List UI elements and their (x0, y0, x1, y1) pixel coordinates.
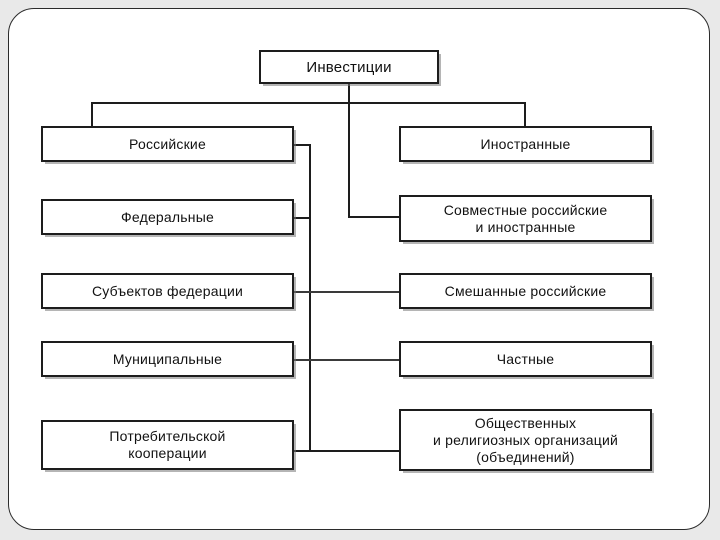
connector-root-stem (348, 84, 350, 104)
node-label: Общественных и религиозных организаций (… (432, 414, 619, 465)
connector-bus-center-drop (348, 102, 350, 218)
node-label: Потребительской кооперации (109, 428, 226, 461)
node-federalnye[interactable]: Федеральные (41, 199, 294, 235)
slide-frame: Инвестиции Российские Федеральные Субъек… (8, 8, 710, 530)
node-munitsipalnye[interactable]: Муниципальные (41, 341, 294, 377)
diagram-canvas: Инвестиции Российские Федеральные Субъек… (9, 9, 709, 529)
connector-bus-to-rossiyskie (91, 102, 93, 126)
node-subektov-federatsii[interactable]: Субъектов федерации (41, 273, 294, 309)
node-label: Инвестиции (306, 58, 392, 76)
node-label: Российские (129, 135, 206, 152)
node-inostrannye[interactable]: Иностранные (399, 126, 652, 162)
node-label: Федеральные (121, 208, 214, 225)
node-potrebitelskoy-kooperatsii[interactable]: Потребительской кооперации (41, 420, 294, 470)
node-obshchestvennykh-i-religioznykh-organizatsiy[interactable]: Общественных и религиозных организаций (… (399, 409, 652, 471)
connector-center-to-sovmestnye (348, 216, 399, 218)
node-chastnye[interactable]: Частные (399, 341, 652, 377)
node-label: Субъектов федерации (92, 282, 243, 299)
node-investitsii[interactable]: Инвестиции (259, 50, 439, 84)
node-label: Частные (496, 350, 555, 367)
node-label: Иностранные (480, 135, 571, 152)
connector-bus-to-inostrannye (524, 102, 526, 126)
node-label: Смешанные российские (444, 282, 607, 299)
node-rossiyskie[interactable]: Российские (41, 126, 294, 162)
node-label: Муниципальные (112, 350, 223, 367)
connector-left-spine (309, 144, 311, 450)
node-label: Совместные российские и иностранные (443, 201, 608, 235)
connector-rossiyskie-to-spine (294, 144, 311, 146)
connector-federalnye-to-spine (294, 217, 311, 219)
connector-munitsipalnye-to-chastnye (294, 359, 399, 361)
connector-kooperatsiya-to-obshchestvennykh (294, 450, 399, 452)
node-smeshannye-rossiyskie[interactable]: Смешанные российские (399, 273, 652, 309)
connector-subekty-to-smeshannye (294, 291, 399, 293)
connector-root-bus (91, 102, 526, 104)
node-sovmestnye-rossiyskie-i-inostrannye[interactable]: Совместные российские и иностранные (399, 195, 652, 242)
